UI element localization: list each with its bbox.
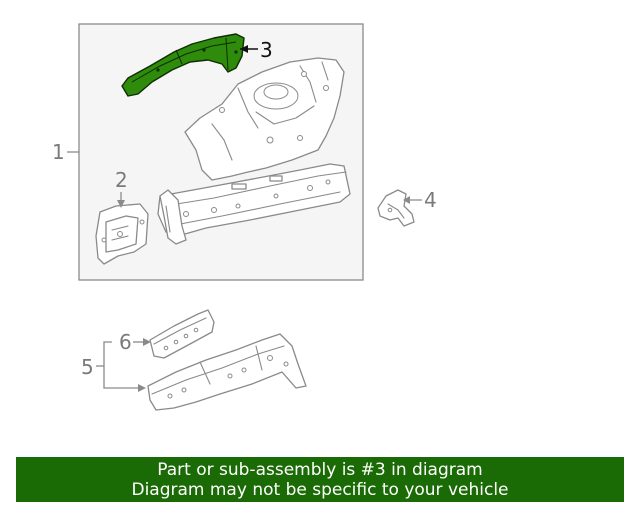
callout-1: 1 <box>52 140 65 164</box>
leader-6-arrowhead <box>143 338 151 346</box>
banner-line-2: Diagram may not be specific to your vehi… <box>131 479 509 500</box>
info-banner: Part or sub-assembly is #3 in diagram Di… <box>16 457 624 502</box>
part-1-front-apron-assembly[interactable] <box>157 57 351 245</box>
part-3-apron-reinforcement[interactable] <box>121 33 245 97</box>
part-6-rail-bracket[interactable] <box>149 309 215 359</box>
leader-4-arrowhead <box>403 196 410 204</box>
callout-4: 4 <box>424 188 437 212</box>
parts-diagram: 1 3 <box>52 23 437 411</box>
leader-5-bracket <box>103 341 140 389</box>
part-4-bracket[interactable] <box>377 189 415 227</box>
callout-5: 5 <box>81 355 94 379</box>
callout-2: 2 <box>115 168 128 192</box>
part-5-rail-extension[interactable] <box>147 333 307 411</box>
callout-3: 3 <box>260 38 273 62</box>
part-2-bracket[interactable] <box>95 203 149 265</box>
leader-5-arrowhead <box>138 384 146 392</box>
callout-6: 6 <box>119 330 132 354</box>
leader-2-arrowhead <box>117 200 125 208</box>
leader-3-arrowhead <box>240 45 248 53</box>
banner-line-1: Part or sub-assembly is #3 in diagram <box>157 459 483 480</box>
